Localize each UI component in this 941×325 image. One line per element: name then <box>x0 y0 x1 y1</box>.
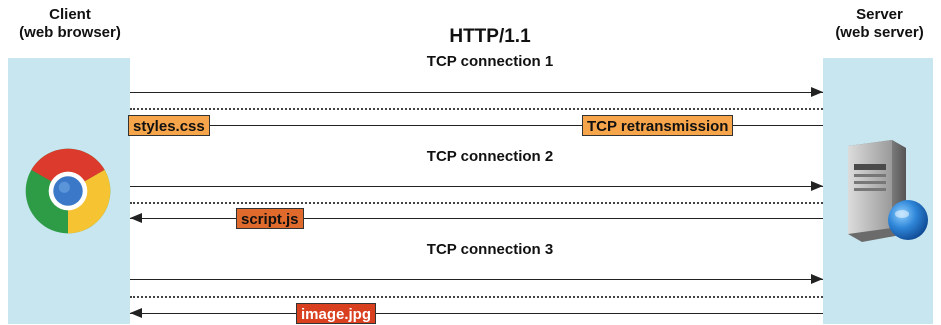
script-js-label: script.js <box>236 208 304 229</box>
diagram-title: HTTP/1.1 <box>449 26 531 47</box>
tcp-retransmission-label: TCP retransmission <box>582 115 734 136</box>
connection-3-label: TCP connection 3 <box>426 241 554 258</box>
server-globe-icon <box>848 140 928 242</box>
server-subtitle: (web server) <box>835 24 924 41</box>
server-title: Server <box>856 6 903 23</box>
client-header: Client (web browser) <box>0 6 140 42</box>
request-arrow-1 <box>130 87 823 97</box>
request-arrow-3 <box>130 274 823 284</box>
response-arrow-2 <box>130 213 823 223</box>
connection-1-label: TCP connection 1 <box>426 53 554 70</box>
connection-1-separator <box>130 108 823 110</box>
connection-2-label: TCP connection 2 <box>426 148 554 165</box>
response-arrow-3 <box>130 308 823 318</box>
client-title: Client <box>49 6 91 23</box>
request-arrow-2 <box>130 181 823 191</box>
connection-3-separator <box>130 296 823 298</box>
styles-css-label: styles.css <box>128 115 210 136</box>
chrome-browser-icon <box>25 148 111 234</box>
server-header: Server (web server) <box>818 6 941 42</box>
connection-2-separator <box>130 202 823 204</box>
client-subtitle: (web browser) <box>19 24 121 41</box>
image-jpg-label: image.jpg <box>296 303 377 324</box>
